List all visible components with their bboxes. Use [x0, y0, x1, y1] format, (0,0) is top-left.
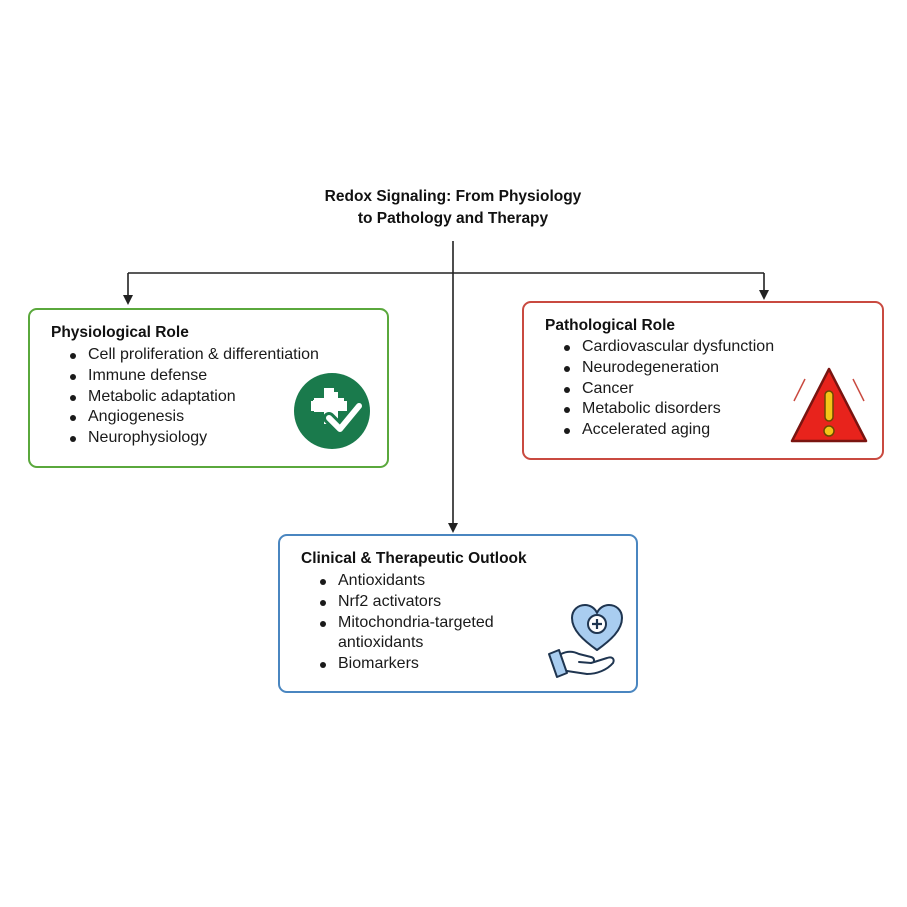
- list-item-continuation: antioxidants: [338, 634, 424, 652]
- medical-check-icon: [294, 373, 370, 449]
- list-item: Metabolic adaptation: [65, 387, 319, 408]
- hand-heart-care-icon: [548, 604, 623, 678]
- pathological-role-heading: Pathological Role: [545, 317, 676, 334]
- list-item: Immune defense: [65, 366, 319, 387]
- list-item: Antioxidants: [315, 571, 494, 592]
- list-item: Nrf2 activators: [315, 592, 494, 613]
- pathological-role-list: Cardiovascular dysfunction Neurodegenera…: [559, 337, 774, 441]
- list-item: Neurophysiology: [65, 428, 319, 449]
- list-item: Cardiovascular dysfunction: [559, 337, 774, 358]
- title-line-2: to Pathology and Therapy: [357, 210, 549, 227]
- list-item: Cancer: [559, 379, 774, 400]
- clinical-outlook-list: Antioxidants Nrf2 activators Mitochondri…: [315, 571, 494, 675]
- warning-triangle-icon: [790, 367, 868, 443]
- list-item: Cell proliferation & differentiation: [65, 345, 319, 366]
- diagram-title: Redox Signaling: From Physiology to Path…: [253, 186, 653, 230]
- clinical-outlook-heading: Clinical & Therapeutic Outlook: [301, 550, 527, 567]
- list-item: Accelerated aging: [559, 420, 774, 441]
- list-item: Angiogenesis: [65, 407, 319, 428]
- list-item: Metabolic disorders: [559, 399, 774, 420]
- clinical-outlook-box: Clinical & Therapeutic Outlook Antioxida…: [278, 534, 638, 693]
- list-item: Neurodegeneration: [559, 358, 774, 379]
- physiological-role-box: Physiological Role Cell proliferation & …: [28, 308, 389, 468]
- physiological-role-heading: Physiological Role: [51, 324, 189, 341]
- pathological-role-box: Pathological Role Cardiovascular dysfunc…: [522, 301, 884, 460]
- title-line-1: Redox Signaling: From Physiology: [324, 188, 582, 205]
- list-item: Mitochondria-targeted: [315, 613, 494, 634]
- physiological-role-list: Cell proliferation & differentiation Imm…: [65, 345, 319, 449]
- list-item: Biomarkers: [315, 654, 494, 675]
